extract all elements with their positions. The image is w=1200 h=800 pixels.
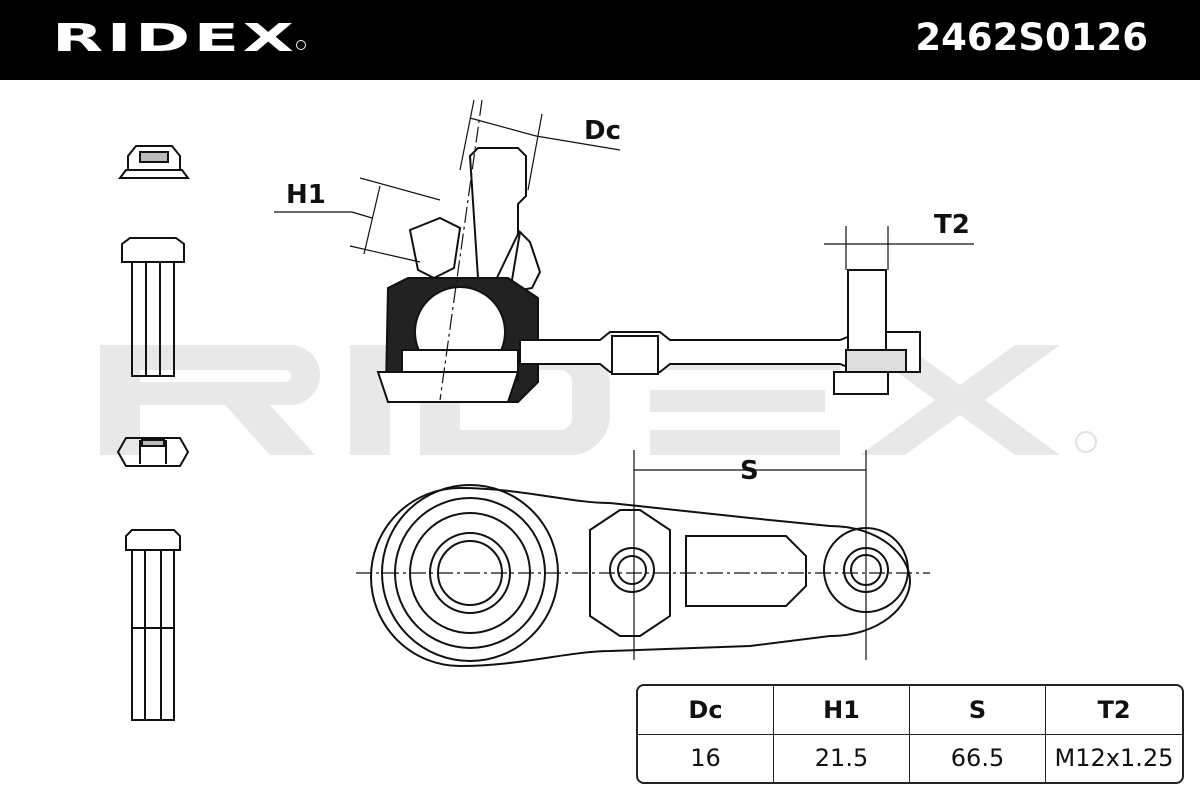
ball-joint-top-view [370,484,912,668]
value-s: 66.5 [910,734,1046,782]
ridex-logo: RIDEX [52,16,298,60]
technical-drawing [100,99,1097,721]
header-s: S [910,686,1046,735]
header-t2: T2 [1046,686,1182,735]
bolt-short-icon [121,237,185,377]
value-h1: 21.5 [774,734,910,782]
bolt-long-icon [125,529,181,721]
part-number: 2462S0126 [915,16,1148,59]
dimension-label-dc: Dc [584,116,621,146]
ball-joint-side-view [376,147,921,403]
spec-table-value-row: 16 21.5 66.5 M12x1.25 [638,734,1182,782]
dimension-label-h1: H1 [286,180,326,210]
header-bar: RIDEX 2462S0126 [0,0,1200,80]
dimension-lines [274,99,974,660]
header-h1: H1 [774,686,910,735]
value-t2: M12x1.25 [1054,744,1174,773]
dimension-label-t2: T2 [934,210,970,240]
spec-table: Dc H1 S T2 16 21.5 66.5 M12x1.25 [636,684,1184,784]
flange-nut-icon [118,145,190,179]
header-dc: Dc [638,686,774,735]
hex-nut-icon [116,437,190,467]
spec-table-header-row: Dc H1 S T2 [638,686,1182,735]
value-dc: 16 [638,734,774,782]
dimension-label-s: S [740,456,759,486]
registered-mark-icon [296,40,306,50]
